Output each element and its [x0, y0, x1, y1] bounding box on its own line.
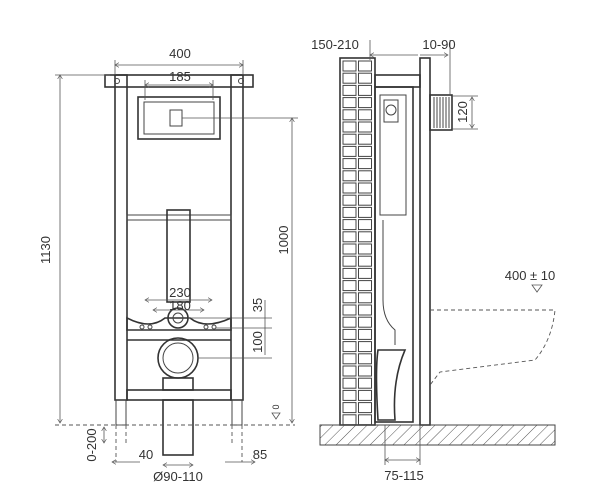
- brick: [342, 133, 357, 145]
- brick: [358, 231, 372, 243]
- brick: [342, 328, 357, 340]
- brick: [342, 219, 357, 231]
- brick: [342, 389, 357, 401]
- brick: [358, 72, 372, 84]
- brick: [342, 402, 357, 414]
- dim-wall-gap: 150-210: [311, 37, 359, 52]
- brick: [358, 121, 372, 133]
- brick: [342, 194, 357, 206]
- brick: [358, 365, 372, 377]
- brick: [358, 158, 372, 170]
- brick: [342, 145, 357, 157]
- brick: [342, 292, 357, 304]
- wall-panel: [419, 57, 431, 426]
- inlet-connector: [429, 94, 453, 131]
- left-post: [114, 74, 128, 401]
- toilet-bowl-outline: [429, 309, 556, 386]
- dim-connector-height: 120: [455, 101, 470, 123]
- brick: [358, 341, 372, 353]
- dim-floor-adjust: 0-200: [84, 428, 99, 461]
- brick: [342, 365, 357, 377]
- brick: [342, 255, 357, 267]
- dim-width-plate: 185: [169, 69, 191, 84]
- dim-bolt-outer: 230: [169, 285, 191, 300]
- cistern-side: [379, 94, 407, 216]
- drain-connector: [157, 337, 199, 379]
- brick: [342, 72, 357, 84]
- brick: [342, 170, 357, 182]
- brick: [342, 267, 357, 279]
- floor-level-label: 0: [271, 404, 281, 409]
- brick: [342, 243, 357, 255]
- brick: [342, 97, 357, 109]
- brick: [358, 97, 372, 109]
- brick: [358, 194, 372, 206]
- brick: [358, 60, 372, 72]
- brick: [342, 158, 357, 170]
- dim-offset-100: 100: [250, 331, 265, 353]
- dim-height-inlet: 1000: [276, 226, 291, 255]
- brick: [358, 219, 372, 231]
- brick: [358, 414, 372, 426]
- dim-bolt-inner: 180: [169, 298, 191, 313]
- brick-wall: [339, 57, 376, 426]
- brick: [358, 280, 372, 292]
- brick: [342, 280, 357, 292]
- brick: [358, 267, 372, 279]
- brick: [358, 377, 372, 389]
- brick: [358, 206, 372, 218]
- brick: [358, 109, 372, 121]
- drain-pipe: [162, 399, 194, 456]
- brick: [358, 182, 372, 194]
- dim-offset-35: 35: [250, 298, 265, 312]
- dim-panel-offset: 10-90: [422, 37, 455, 52]
- right-post: [230, 74, 244, 401]
- dim-leg-40: 40: [139, 447, 153, 462]
- dim-drain-diameter: Ø90-110: [153, 469, 203, 484]
- brick: [358, 389, 372, 401]
- brick: [342, 341, 357, 353]
- dim-bottom-offset: 75-115: [384, 468, 424, 483]
- brick: [358, 243, 372, 255]
- dim-leg-85: 85: [253, 447, 267, 462]
- brick: [358, 84, 372, 96]
- brick: [342, 109, 357, 121]
- dim-bowl-height: 400 ± 10: [505, 268, 556, 283]
- brick: [342, 206, 357, 218]
- dim-height-total: 1130: [38, 236, 53, 264]
- brick: [358, 316, 372, 328]
- brick: [342, 414, 357, 426]
- drain-bend: [375, 349, 407, 421]
- brick: [358, 133, 372, 145]
- brick: [342, 182, 357, 194]
- dim-width-total: 400: [169, 46, 191, 61]
- brick: [342, 121, 357, 133]
- brick: [342, 60, 357, 72]
- brick: [358, 328, 372, 340]
- front-view: 400 185 1130 1000 230 180 35 100 0-200 4…: [38, 46, 298, 484]
- brick: [358, 353, 372, 365]
- brick: [358, 402, 372, 414]
- frame-side: [374, 86, 414, 423]
- side-view: 150-210 10-90 120 400 ± 10 75-115: [311, 37, 556, 483]
- brick: [342, 353, 357, 365]
- brick: [358, 292, 372, 304]
- brick: [342, 377, 357, 389]
- floor-hatch: [319, 424, 556, 446]
- level-triangle-icon: [271, 412, 281, 420]
- brick: [342, 84, 357, 96]
- level-triangle-icon: [531, 284, 543, 293]
- brick: [358, 145, 372, 157]
- brick: [358, 255, 372, 267]
- brick: [358, 170, 372, 182]
- brick: [342, 304, 357, 316]
- brick: [342, 231, 357, 243]
- brick: [342, 316, 357, 328]
- brick: [358, 304, 372, 316]
